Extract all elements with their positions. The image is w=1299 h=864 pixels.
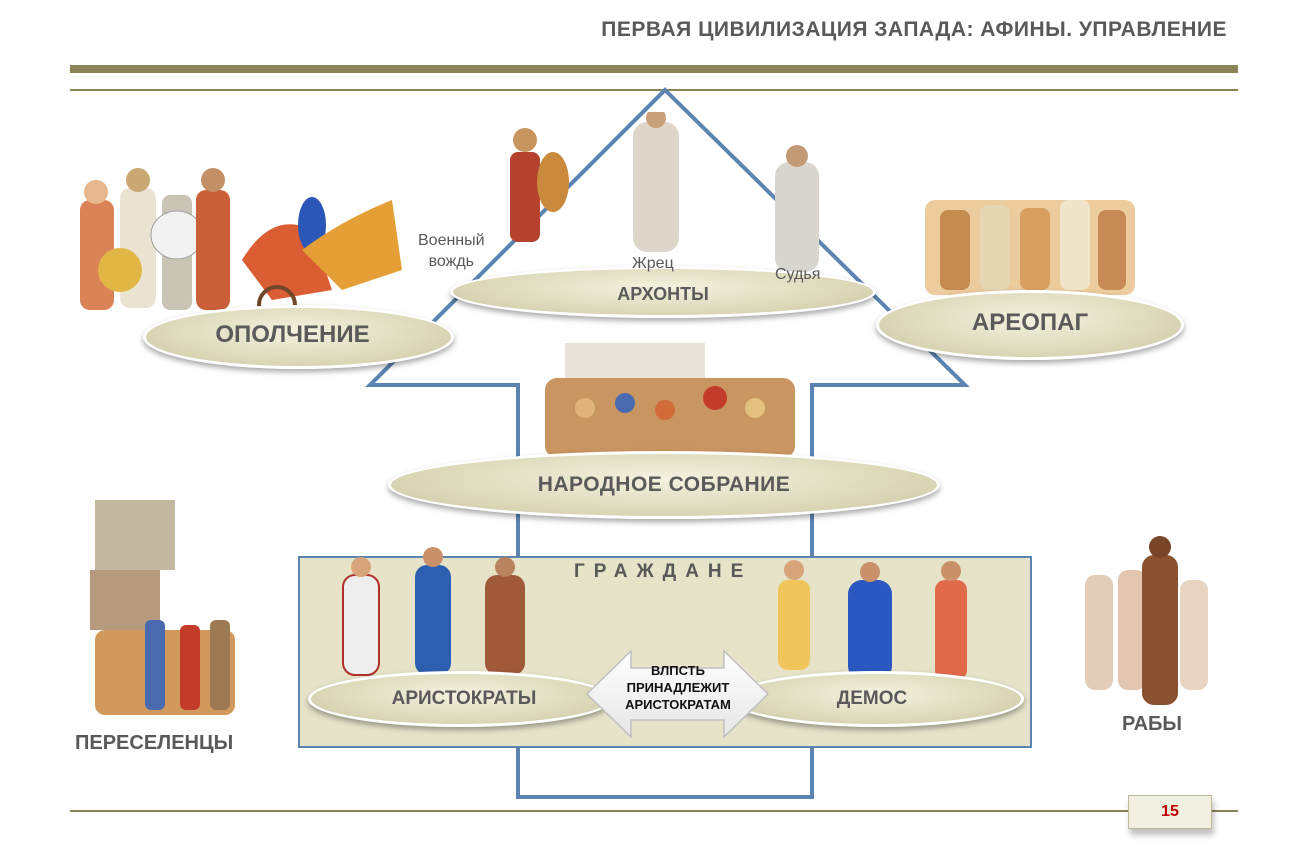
demos-label: ДЕМОС bbox=[836, 688, 908, 709]
assembly-label: НАРОДНОЕ СОБРАНИЕ bbox=[537, 473, 791, 496]
areopagus-oval: АРЕОПАГ bbox=[876, 290, 1184, 360]
slaves-label: РАБЫ bbox=[1122, 713, 1182, 735]
archon-role-judge: Судья bbox=[775, 266, 821, 283]
assembly-illustration bbox=[545, 343, 795, 458]
archons-label: АРХОНТЫ bbox=[617, 283, 709, 304]
settlers-illustration bbox=[90, 500, 235, 715]
power-double-arrow bbox=[585, 649, 770, 739]
header-rule-thin bbox=[70, 89, 1238, 91]
page-title: ПЕРВАЯ ЦИВИЛИЗАЦИЯ ЗАПАДА: АФИНЫ. УПРАВЛ… bbox=[601, 18, 1227, 41]
power-arrow-text: ВЛПСТЬ ПРИНАДЛЕЖИТ АРИСТОКРАТАМ bbox=[625, 663, 731, 712]
settlers-label: ПЕРЕСЕЛЕНЦЫ bbox=[75, 732, 234, 754]
header-rule-thick bbox=[70, 65, 1238, 73]
areopagus-label: АРЕОПАГ bbox=[971, 309, 1089, 336]
slaves-illustration bbox=[1085, 536, 1208, 705]
citizens-title: ГРАЖДАНЕ bbox=[574, 561, 753, 582]
aristocrats-oval: АРИСТОКРАТЫ bbox=[308, 671, 612, 727]
militia-label: ОПОЛЧЕНИЕ bbox=[215, 321, 370, 348]
assembly-oval: НАРОДНОЕ СОБРАНИЕ bbox=[388, 451, 940, 519]
aristocrats-illustration bbox=[342, 547, 525, 676]
demos-oval: ДЕМОС bbox=[730, 671, 1024, 727]
archon-role-priest: Жрец bbox=[632, 255, 674, 272]
page-number: 15 bbox=[1128, 795, 1212, 829]
archons-illustration bbox=[510, 112, 819, 272]
militia-oval: ОПОЛЧЕНИЕ bbox=[143, 305, 454, 369]
demos-illustration bbox=[778, 560, 967, 680]
militia-illustration bbox=[80, 168, 402, 325]
footer-rule bbox=[70, 810, 1238, 812]
archons-oval: АРХОНТЫ bbox=[450, 266, 876, 318]
areopagus-illustration bbox=[925, 200, 1135, 295]
archon-role-military: Военный вождь bbox=[418, 232, 485, 270]
aristocrats-label: АРИСТОКРАТЫ bbox=[391, 688, 537, 709]
